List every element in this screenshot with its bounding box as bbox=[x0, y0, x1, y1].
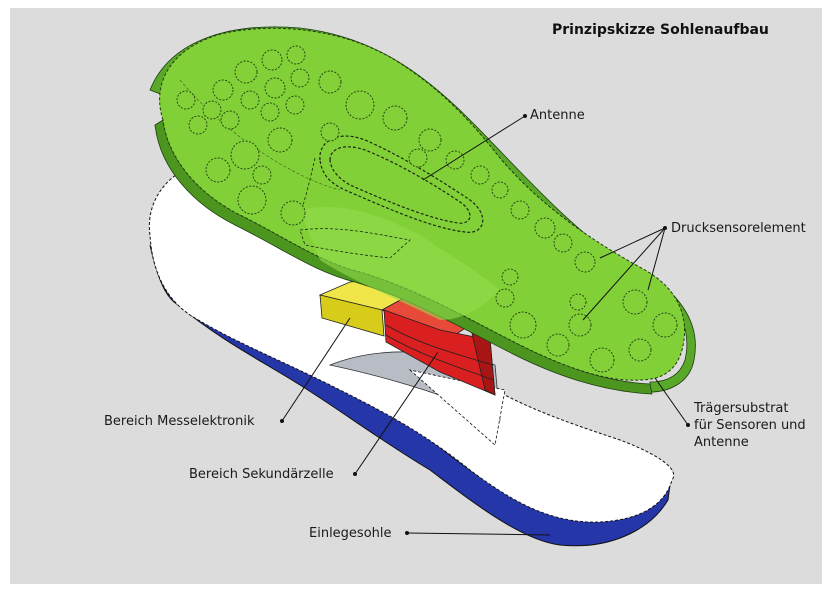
label-traegersubstrat-line1: Trägersubstrat bbox=[694, 400, 806, 417]
label-sekundaerzelle: Bereich Sekundärzelle bbox=[189, 466, 334, 483]
label-antenne: Antenne bbox=[530, 107, 585, 124]
label-traegersubstrat: Trägersubstrat für Sensoren und Antenne bbox=[694, 400, 806, 451]
label-einlegesohle: Einlegesohle bbox=[309, 525, 392, 542]
diagram-title: Prinzipskizze Sohlenaufbau bbox=[552, 22, 769, 38]
label-drucksensorelement: Drucksensorelement bbox=[671, 220, 806, 237]
label-traegersubstrat-line2: für Sensoren und bbox=[694, 417, 806, 434]
label-messelektronik: Bereich Messelektronik bbox=[104, 413, 255, 430]
label-traegersubstrat-line3: Antenne bbox=[694, 434, 806, 451]
